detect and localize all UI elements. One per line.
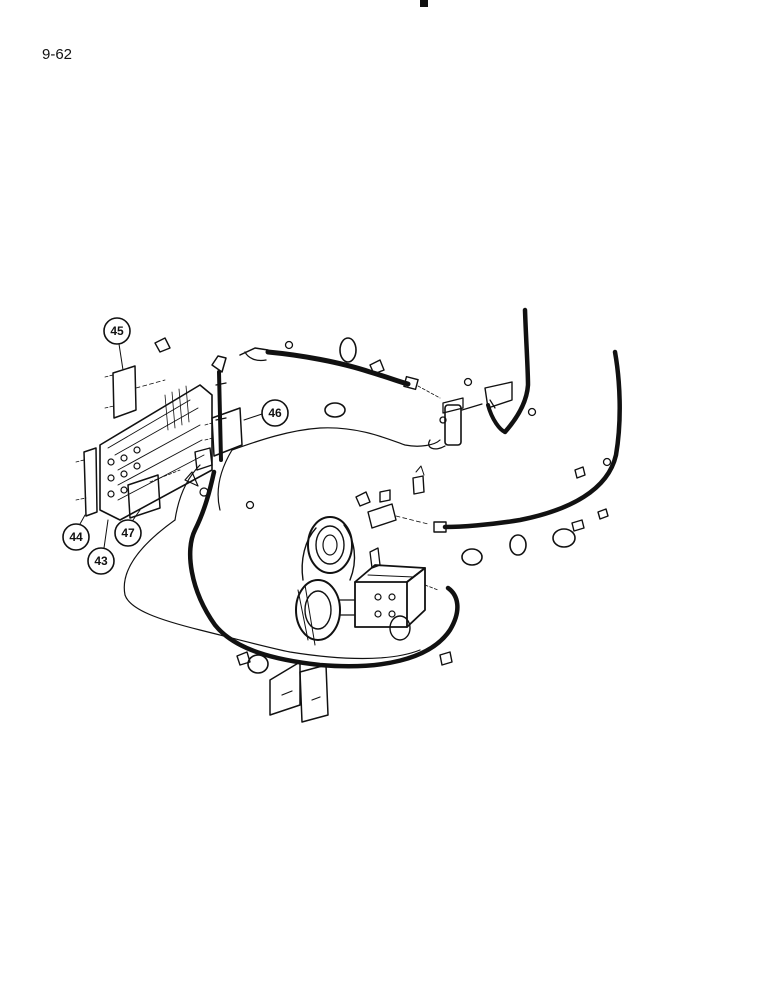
callout-47: 47 bbox=[114, 509, 142, 547]
top-edge-mark bbox=[420, 0, 428, 7]
callout-45-label: 45 bbox=[110, 324, 124, 338]
condenser-outlet-fitting bbox=[184, 355, 227, 497]
lower-hose bbox=[188, 469, 460, 669]
side-plate-44 bbox=[75, 447, 98, 517]
callout-43: 43 bbox=[87, 519, 115, 575]
bracket-46 bbox=[204, 407, 263, 457]
callout-45: 45 bbox=[103, 317, 131, 371]
callout-47-label: 47 bbox=[121, 526, 135, 540]
compressor-mount-bracket bbox=[269, 661, 329, 723]
upper-hose bbox=[239, 347, 441, 399]
callout-46-label: 46 bbox=[268, 406, 282, 420]
callout-46: 46 bbox=[261, 399, 289, 427]
suction-line-outline bbox=[123, 427, 441, 660]
o-rings bbox=[247, 337, 576, 674]
condenser-core bbox=[99, 384, 213, 521]
callout-43-label: 43 bbox=[94, 554, 108, 568]
right-hose-long bbox=[433, 349, 622, 533]
page-number: 9-62 bbox=[42, 46, 73, 63]
callout-44: 44 bbox=[62, 514, 90, 551]
bracket-plate-45 bbox=[104, 365, 166, 419]
callout-44-label: 44 bbox=[69, 530, 83, 544]
bracket-47 bbox=[127, 469, 181, 519]
compressor bbox=[295, 516, 439, 646]
hose-clamps bbox=[154, 337, 609, 666]
right-hose-upper bbox=[502, 307, 531, 435]
service-fittings bbox=[355, 465, 429, 529]
receiver-drier bbox=[428, 381, 513, 450]
nuts bbox=[245, 340, 612, 510]
